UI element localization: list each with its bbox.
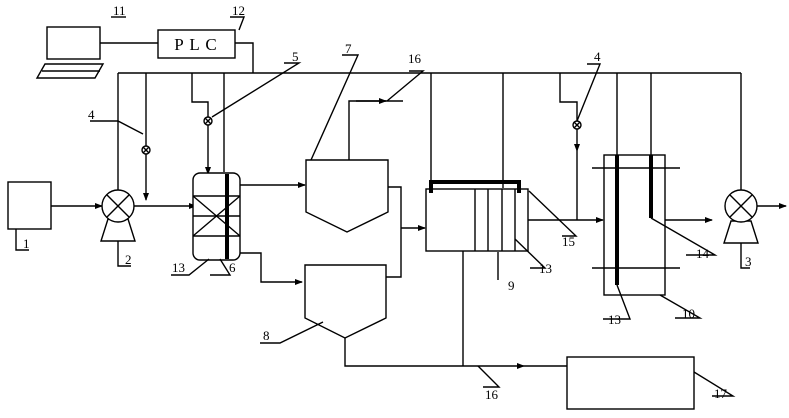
- packed-reactor: [192, 172, 241, 261]
- label-10: 10: [682, 306, 695, 321]
- label-15: 15: [562, 234, 575, 249]
- valve-icon: [203, 116, 213, 126]
- label-13-cell: 13: [539, 261, 552, 276]
- label-14: 14: [696, 246, 710, 261]
- pump-icon: [723, 189, 759, 244]
- sludge-line: [344, 338, 463, 367]
- settling-tank-upper: [305, 159, 389, 233]
- label-4-left: 4: [88, 107, 95, 122]
- merge-line: [386, 186, 426, 278]
- source-tank: [7, 181, 52, 230]
- pump-icon: [100, 189, 136, 242]
- label-13-reactor: 13: [172, 260, 185, 275]
- treatment-column: [592, 154, 680, 296]
- control-bus: [117, 42, 742, 193]
- label-17: 17: [714, 386, 728, 401]
- collection-tank: [566, 356, 695, 410]
- label-5: 5: [292, 49, 299, 64]
- valve-icon: [572, 120, 582, 130]
- label-8: 8: [263, 328, 270, 343]
- flow-line: [240, 252, 303, 285]
- plc-label: P L C: [174, 35, 217, 54]
- label-16-gas: 16: [408, 51, 422, 66]
- leader-lines: [15, 16, 750, 397]
- label-12: 12: [232, 3, 245, 18]
- label-11: 11: [113, 3, 126, 18]
- plc-controller: P L C: [157, 29, 236, 59]
- label-2: 2: [125, 252, 132, 267]
- label-6: 6: [229, 260, 236, 275]
- label-3: 3: [745, 254, 752, 269]
- label-9: 9: [508, 278, 515, 293]
- computer-icon: [35, 26, 105, 79]
- label-7: 7: [345, 41, 352, 56]
- settling-tank-lower: [304, 264, 387, 339]
- label-16-sludge: 16: [485, 387, 499, 402]
- valve-icon: [141, 145, 151, 155]
- gas-outlet-line: [348, 100, 403, 160]
- label-4-right: 4: [594, 49, 601, 64]
- label-1: 1: [23, 236, 30, 251]
- electrode-cell: [425, 180, 529, 252]
- label-13-column: 13: [608, 312, 621, 327]
